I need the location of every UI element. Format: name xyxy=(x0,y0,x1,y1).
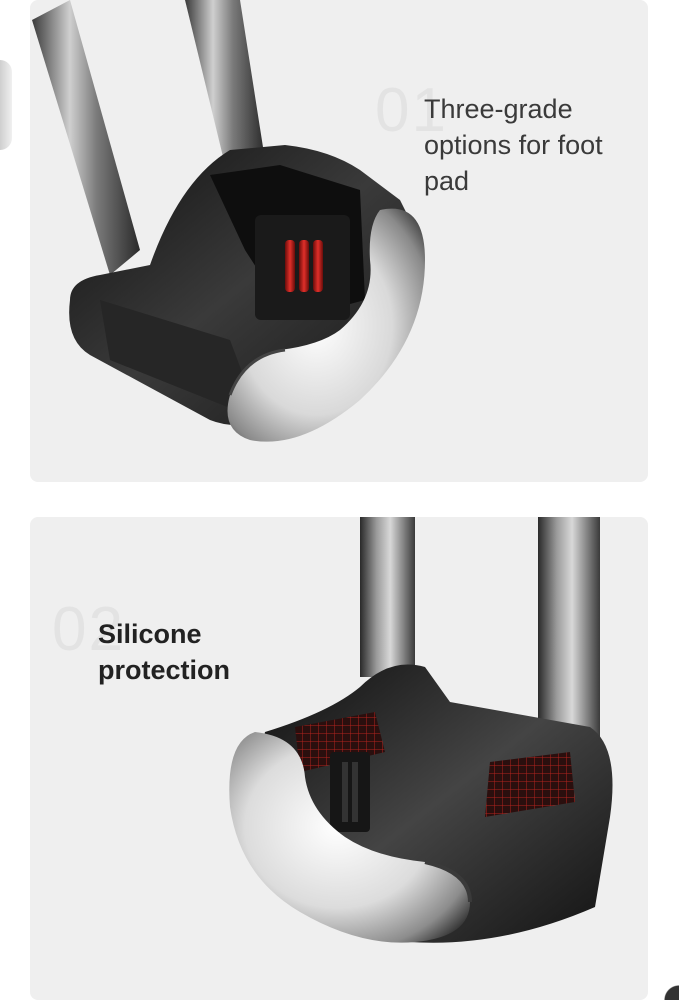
feature-title: Silicone protection xyxy=(98,619,230,685)
corner-decoration xyxy=(649,970,679,1000)
feature-number: 02 xyxy=(52,595,125,664)
feature-panel-foot-pad: 01 Three-grade options for foot pad xyxy=(30,0,648,482)
foot-pad-clamp-image xyxy=(32,0,425,442)
silicone-clamp-image xyxy=(229,517,613,943)
feature-panel-silicone: 02 Silicone protection xyxy=(30,517,648,1000)
feature-title: Three-grade options for foot pad xyxy=(424,94,603,196)
feature-number: 01 xyxy=(375,76,448,145)
left-edge-decoration xyxy=(0,60,12,150)
